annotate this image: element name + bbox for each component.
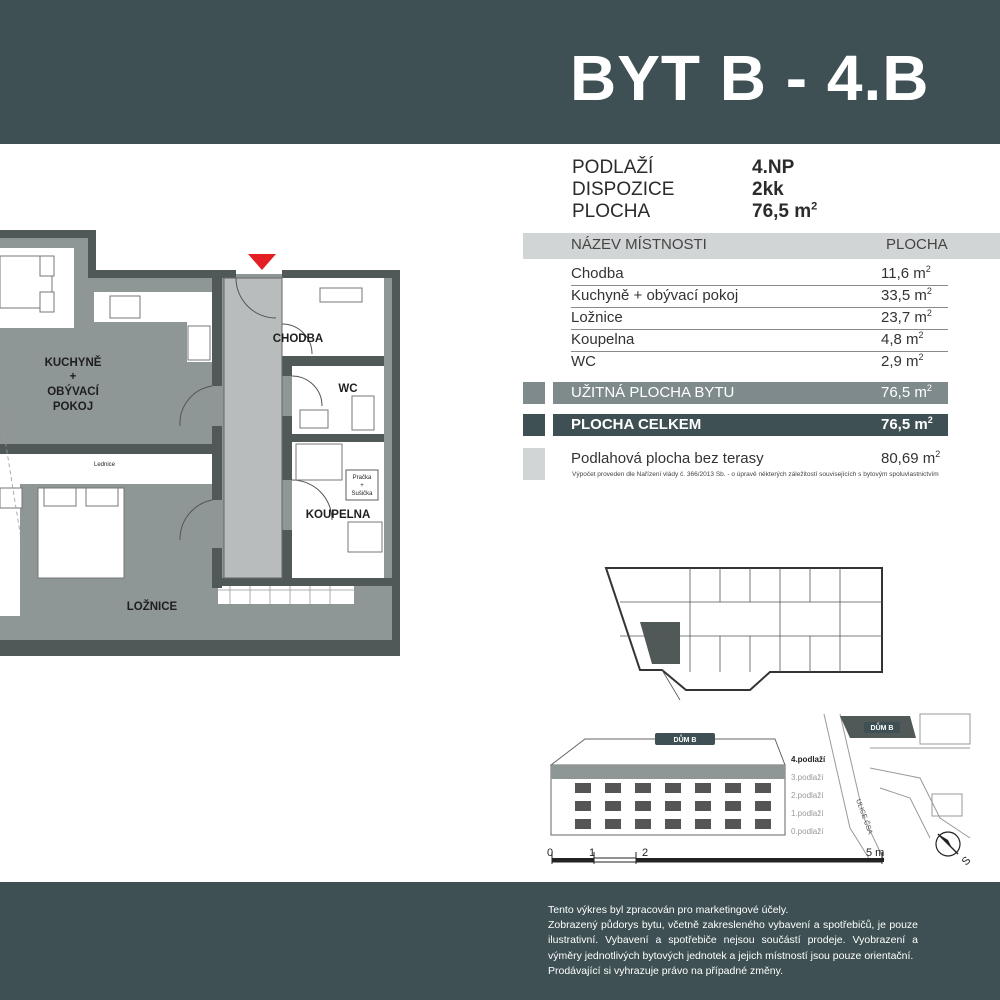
room-label-hallway: CHODBA: [273, 333, 323, 345]
layout-value: 2kk: [752, 179, 784, 200]
hallway-floor: [224, 278, 282, 578]
floor-area-value: 80,69 m2: [881, 449, 941, 468]
row-area: 23,7 m2: [881, 308, 932, 327]
total-area: 76,5 m2: [881, 415, 933, 434]
layout-label: DISPOZICE: [572, 179, 675, 200]
room-label-kitchen-1: KUCHYNĚ: [45, 356, 102, 369]
walls: [0, 230, 400, 656]
disclaimer: Tento výkres byl zpracován pro marketing…: [548, 903, 918, 979]
footer-band: [0, 882, 1000, 1000]
floor-area-row: Podlahová plocha bez terasy 80,69 m2: [523, 448, 1000, 480]
page-title: BYT B - 4.B: [570, 42, 930, 114]
room-label-kitchen-2: +: [70, 371, 77, 383]
row-name: WC: [571, 353, 596, 370]
usable-label: UŽITNÁ PLOCHA BYTU: [571, 384, 735, 401]
row-area: 33,5 m2: [881, 286, 932, 305]
room-label-bathroom: KOUPELNA: [306, 509, 371, 521]
calculation-note: Výpočet proveden dle Nařízení vlády č. 3…: [572, 471, 939, 478]
fridge-label: Lednice: [94, 462, 116, 468]
area-value: 76,5 m2: [752, 200, 818, 222]
disclaimer-line-2: Zobrazený půdorys bytu, včetně zakreslen…: [548, 919, 918, 962]
table-row: Ložnice 23,7 m2: [523, 308, 1000, 330]
disclaimer-line-3: Prodávající si vyhrazuje právo na případ…: [548, 964, 784, 977]
row-area: 4,8 m2: [881, 330, 924, 349]
row-name: Kuchyně + obývací pokoj: [571, 287, 739, 304]
floor-area-label: Podlahová plocha bez terasy: [571, 450, 764, 467]
furniture: [0, 255, 383, 579]
table-header: NÁZEV MÍSTNOSTI PLOCHA: [523, 233, 1000, 259]
header-band: [0, 0, 1000, 144]
street-label: ULICE ČSA: [854, 798, 875, 836]
usable-area: 76,5 m2: [881, 383, 932, 402]
room-label-kitchen-3: OBÝVACÍ: [47, 385, 99, 398]
scale-tick-5: 5 m: [866, 847, 884, 859]
site-building-tag: [864, 722, 900, 733]
row-area: 11,6 m2: [881, 264, 931, 283]
washer-label-2: +: [360, 483, 364, 489]
disclaimer-line-1: Tento výkres byl zpracován pro marketing…: [548, 904, 789, 916]
site-building-tag-text: DŮM B: [871, 722, 894, 732]
area-label: PLOCHA: [572, 201, 651, 222]
level-label-4: 4.podlaží: [791, 755, 826, 764]
building-elevation: DŮM B 4.podlaží 3.podlaží 2.podlaží 1.po…: [549, 733, 826, 836]
floor-value: 4.NP: [752, 157, 795, 178]
washer-label-3: Sušička: [351, 491, 373, 497]
entrance-marker: [248, 254, 276, 270]
level-label-3: 3.podlaží: [791, 773, 824, 782]
header-area: PLOCHA: [886, 236, 948, 253]
scale-tick-0: 0: [547, 847, 553, 859]
level-label-0: 0.podlaží: [791, 827, 824, 836]
level-label-2: 2.podlaží: [791, 791, 824, 800]
elevation-building-tag-text: DŮM B: [674, 734, 697, 744]
site-map: DŮM B ULICE ČSA S: [823, 713, 974, 868]
scale-tick-1: 1: [589, 847, 595, 859]
scale-tick-2: 2: [642, 847, 648, 859]
table-row: Chodba 11,6 m2: [523, 264, 1000, 286]
room-label-wc: WC: [338, 383, 357, 395]
total-area-row: PLOCHA CELKEM 76,5 m2: [523, 414, 1000, 436]
floor-label: PODLAŽÍ: [572, 157, 654, 178]
room-label-kitchen-4: POKOJ: [53, 401, 93, 413]
level-label-1: 1.podlaží: [791, 809, 824, 818]
scale-bar: 0 1 2 5 m: [547, 847, 884, 864]
elevation-building-tag: [655, 733, 715, 745]
header-room: NÁZEV MÍSTNOSTI: [571, 236, 707, 253]
building-key-plan: [604, 567, 883, 701]
usable-area-row: UŽITNÁ PLOCHA BYTU 76,5 m2: [523, 382, 1000, 404]
row-name: Chodba: [571, 265, 624, 282]
compass-label: S: [960, 854, 974, 868]
table-row: WC 2,9 m2: [523, 352, 1000, 374]
row-area: 2,9 m2: [881, 352, 924, 371]
compass-icon: [935, 831, 961, 857]
row-name: Koupelna: [571, 331, 635, 348]
total-label: PLOCHA CELKEM: [571, 416, 702, 433]
washer-label-1: Pračka: [353, 475, 372, 481]
hatching: [0, 407, 354, 604]
room-label-bedroom: LOŽNICE: [127, 600, 178, 613]
table-row: Koupelna 4,8 m2: [523, 330, 1000, 352]
table-row: Kuchyně + obývací pokoj 33,5 m2: [523, 286, 1000, 308]
doors: [179, 277, 333, 541]
floor-plan: KUCHYNĚ + OBÝVACÍ POKOJ CHODBA WC KOUPEL…: [0, 230, 400, 656]
row-name: Ložnice: [571, 309, 623, 326]
